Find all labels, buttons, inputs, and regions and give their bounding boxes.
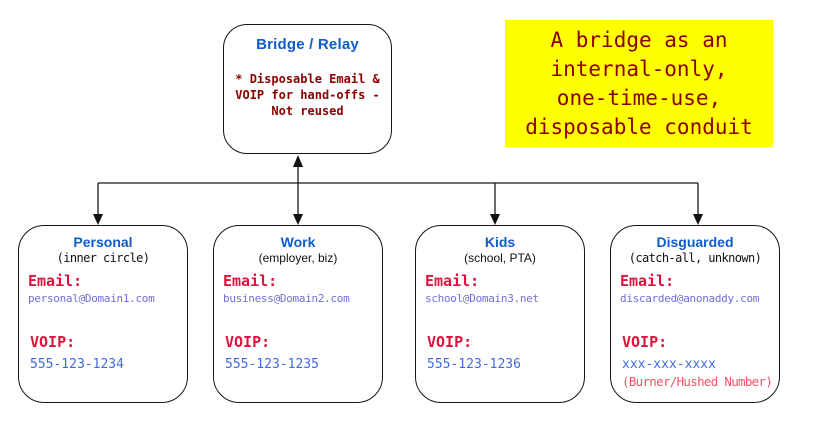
voip-value: xxx-xxx-xxxx: [622, 357, 716, 372]
arrowhead-down-personal-icon: [93, 214, 103, 225]
email-value: school@Domain3.net: [425, 292, 539, 305]
voip-block: VOIP: 555-123-1236: [416, 333, 584, 372]
account-node-personal: Personal (inner circle) Email: personal@…: [18, 225, 188, 403]
arrowhead-up-bridge-icon: [293, 155, 303, 167]
email-label: Email:: [223, 272, 278, 290]
account-node-disguarded: Disguarded (catch-all, unknown) Email: d…: [610, 225, 780, 403]
voip-label: VOIP:: [30, 333, 76, 351]
voip-value: 555-123-1236: [427, 357, 521, 372]
account-subtitle: (inner circle): [56, 251, 150, 265]
voip-value: 555-123-1235: [225, 357, 319, 372]
account-subtitle: (employer, biz): [258, 251, 338, 265]
arrowhead-down-kids-icon: [490, 214, 500, 225]
email-value: discarded@anonaddy.com: [620, 292, 760, 305]
arrowhead-down-work-icon: [293, 214, 303, 225]
account-node-kids: Kids (school, PTA) Email: school@Domain3…: [415, 225, 585, 403]
voip-burner-note: (Burner/Hushed Number): [622, 374, 773, 389]
voip-block: VOIP: 555-123-1234: [19, 333, 187, 372]
voip-value: 555-123-1234: [30, 357, 124, 372]
email-value: business@Domain2.com: [223, 292, 350, 305]
bridge-relay-node: Bridge / Relay * Disposable Email & VOIP…: [223, 24, 392, 154]
voip-block: VOIP: 555-123-1235: [214, 333, 382, 372]
bridge-relay-note: * Disposable Email & VOIP for hand-offs …: [235, 72, 380, 118]
account-subtitle: (school, PTA): [464, 251, 536, 265]
callout-box: A bridge as an internal-only, one-time-u…: [505, 20, 773, 147]
voip-block: VOIP: xxx-xxx-xxxx (Burner/Hushed Number…: [611, 333, 779, 389]
account-title: Personal: [73, 234, 133, 250]
arrowhead-down-disguarded-icon: [693, 214, 703, 225]
email-block: Email: school@Domain3.net: [416, 272, 584, 305]
account-title: Disguarded: [656, 234, 734, 250]
email-value: personal@Domain1.com: [28, 292, 155, 305]
voip-label: VOIP:: [225, 333, 271, 351]
email-block: Email: discarded@anonaddy.com: [611, 272, 779, 305]
voip-label: VOIP:: [427, 333, 473, 351]
email-block: Email: personal@Domain1.com: [19, 272, 187, 305]
email-label: Email:: [620, 272, 675, 290]
account-node-work: Work (employer, biz) Email: business@Dom…: [213, 225, 383, 403]
account-subtitle: (catch-all, unknown): [628, 251, 762, 265]
voip-label: VOIP:: [622, 333, 668, 351]
callout-text: A bridge as an internal-only, one-time-u…: [525, 27, 753, 139]
account-title: Work: [280, 234, 316, 250]
email-label: Email:: [28, 272, 83, 290]
email-label: Email:: [425, 272, 480, 290]
bridge-relay-title: Bridge / Relay: [256, 36, 359, 53]
email-block: Email: business@Domain2.com: [214, 272, 382, 305]
account-title: Kids: [484, 234, 516, 250]
